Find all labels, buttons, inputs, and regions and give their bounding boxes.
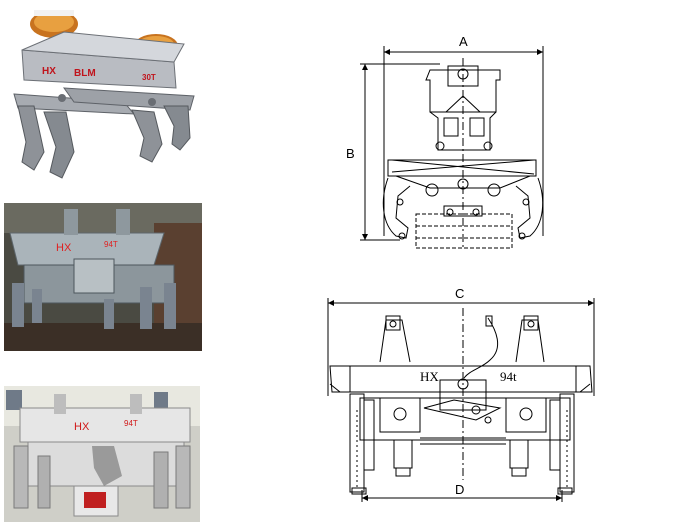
front-view-brand: HX — [420, 369, 439, 384]
jaw-left — [17, 105, 45, 171]
jaw-right — [131, 109, 163, 163]
photo2-capacity: 94T — [104, 240, 118, 249]
photo-slab-tong-30t: HX BLM 30T — [4, 2, 200, 180]
photo-slab-tong-94t-workshop: HX 94T — [4, 386, 200, 522]
side-view-drawing — [360, 46, 544, 250]
front-view-capacity: 94t — [500, 369, 517, 384]
main-beam — [19, 407, 191, 443]
photo3-brand: HX — [74, 421, 90, 433]
front-view-drawing — [327, 298, 595, 502]
dimension-d-label: D — [455, 482, 464, 497]
dimension-b-label: B — [346, 146, 355, 161]
dimension-a-label: A — [459, 34, 468, 49]
photo2-brand: HX — [56, 242, 72, 254]
photo1-model: BLM — [74, 68, 96, 79]
photo3-capacity: 94T — [124, 419, 138, 428]
dimension-c-label: C — [455, 286, 464, 301]
photo1-capacity: 30T — [142, 73, 156, 82]
photo1-brand: HX — [42, 66, 56, 77]
photo-slab-tong-94t-factory: HX 94T — [4, 203, 202, 351]
